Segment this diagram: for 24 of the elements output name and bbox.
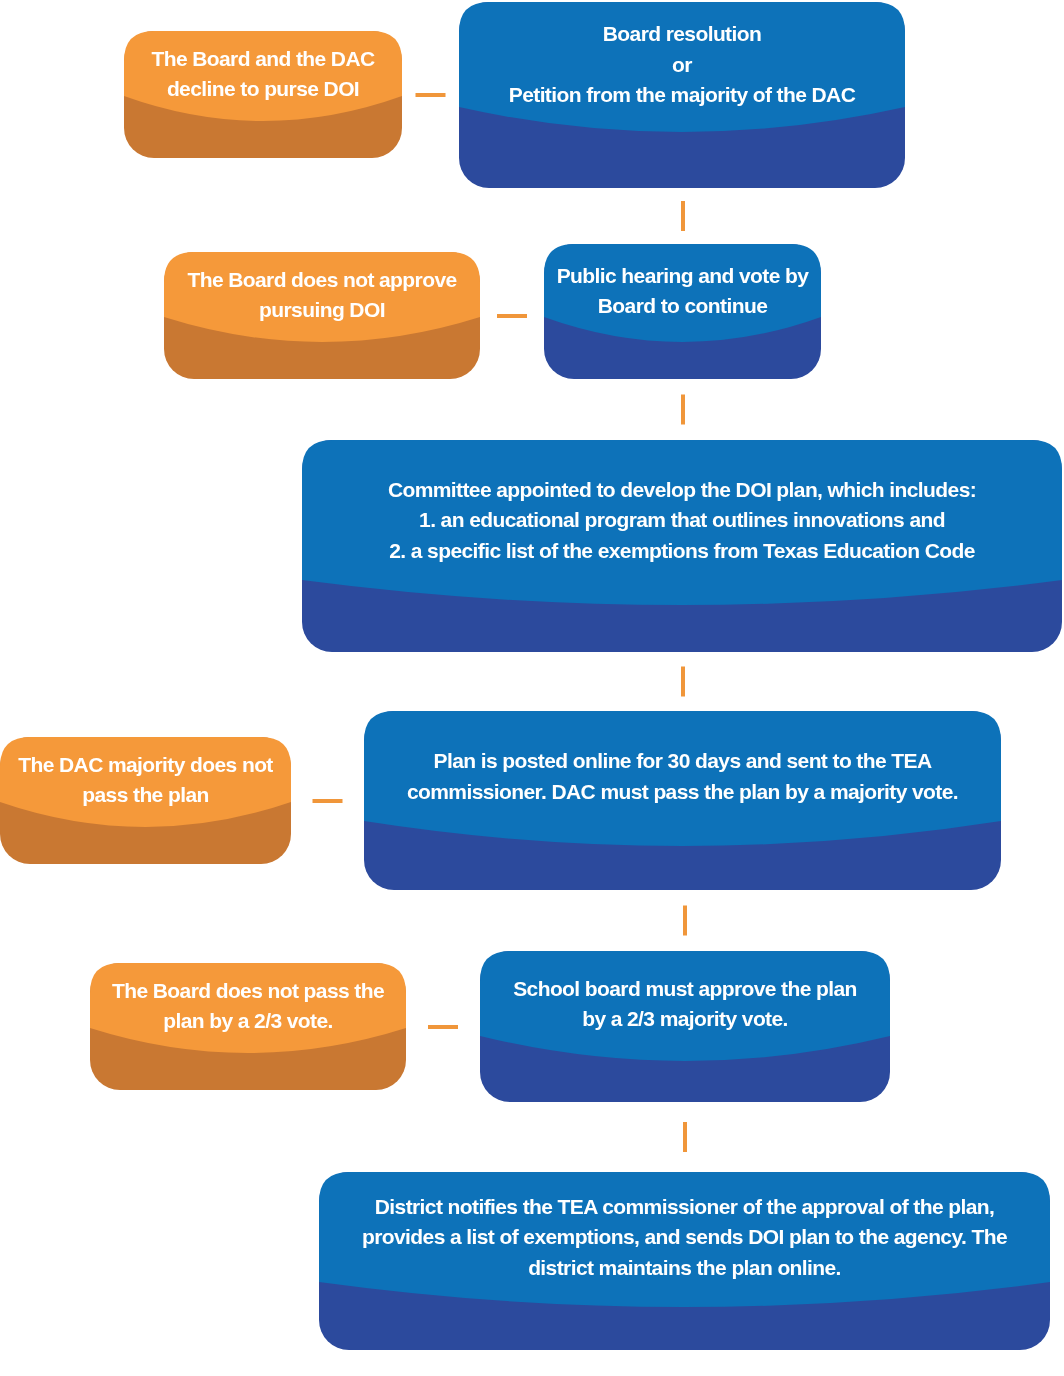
step-text: The Board does not approve pursuing DOI <box>186 266 458 323</box>
step-text: Petition from the majority of the DAC <box>508 82 856 109</box>
process-box <box>480 951 890 1102</box>
step-text: Board resolution <box>602 21 762 48</box>
process-box <box>459 2 905 188</box>
step-text: Plan is posted online for 30 days and sent to the TEA commissioner. DAC must pass the plan by a majority vote. <box>405 748 960 805</box>
step-text: The Board and the DAC decline to purse DOI <box>150 45 376 102</box>
step-text: 1. an educational program that outlines innovations and <box>419 507 945 534</box>
step-text: or <box>672 51 692 78</box>
outcome-box <box>164 252 480 379</box>
process-box <box>364 711 1001 890</box>
step-text: 2. a specific list of the exemptions from Texas Education Code <box>389 537 975 564</box>
step-text: The DAC majority does not pass the plan <box>17 751 274 808</box>
outcome-box <box>124 31 402 158</box>
step-text: Public hearing and vote by Board to continue <box>555 262 810 319</box>
outcome-box <box>0 737 291 864</box>
process-box <box>544 244 821 379</box>
outcome-box <box>90 963 406 1090</box>
step-text: The Board does not pass the plan by a 2/3 vote. <box>111 977 385 1034</box>
process-box <box>319 1172 1050 1350</box>
process-box <box>302 440 1062 652</box>
step-text: Committee appointed to develop the DOI plan, which includes: <box>387 476 977 503</box>
step-text: District notifies the TEA commissioner of the approval of the plan, provides a list of exemptions, and sends DOI plan to the agency. The district maintains the plan online. <box>361 1193 1008 1281</box>
step-text: School board must approve the plan by a 2/3 majority vote. <box>512 975 858 1032</box>
